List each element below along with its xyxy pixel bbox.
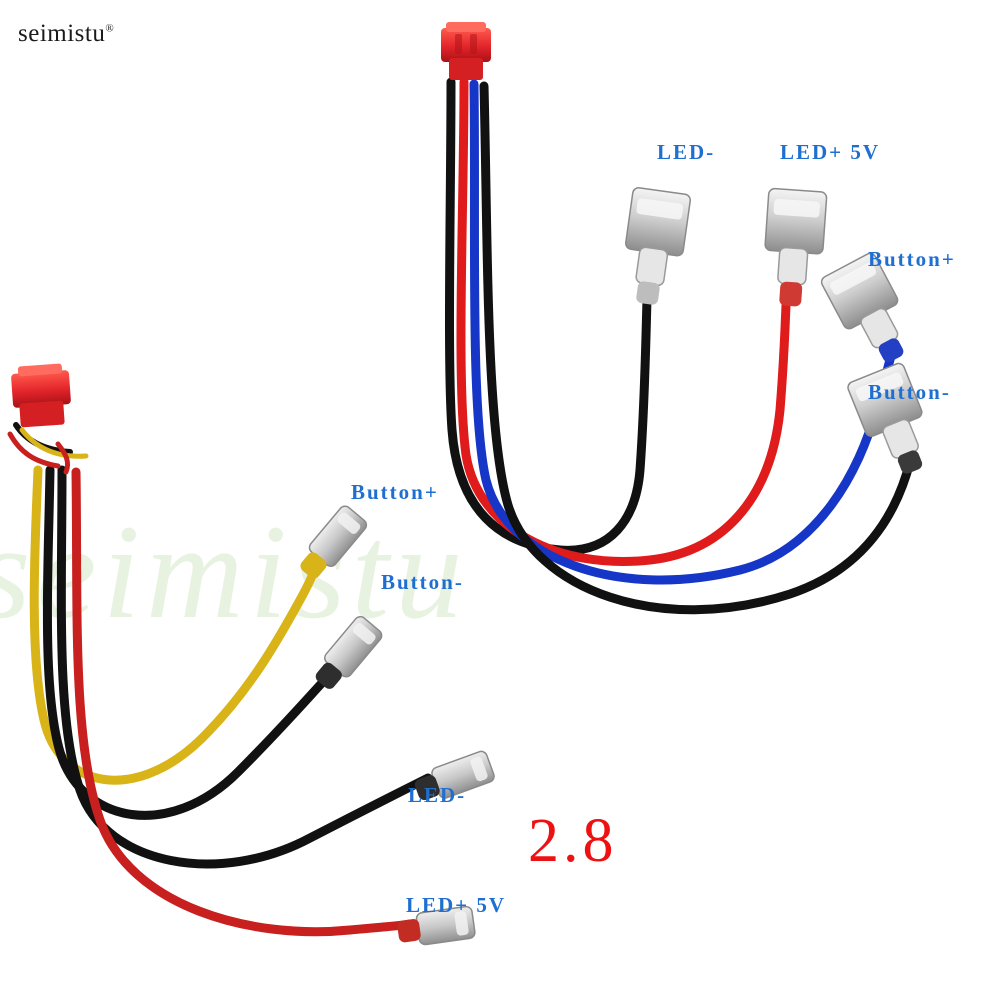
label-upper-button-plus: Button+ — [868, 247, 956, 271]
lower-led-minus-terminal — [414, 750, 495, 801]
brand-name: seimistu — [18, 20, 106, 47]
label-upper-led-plus: LED+ 5V — [780, 140, 881, 164]
lower-pigtail-yellow — [19, 427, 89, 459]
label-upper-button-minus: Button- — [868, 380, 951, 404]
upper-connector — [441, 22, 491, 80]
lower-led-plus-terminal — [397, 905, 476, 946]
label-upper-led-minus: LED- — [657, 140, 716, 164]
lower-led-minus-wire — [56, 465, 433, 869]
registered-mark-icon: ® — [105, 22, 115, 35]
label-lower-led-plus: LED+ 5V — [406, 893, 507, 917]
label-lower-button-plus: Button+ — [351, 480, 439, 504]
upper-led-plus-terminal — [764, 187, 828, 307]
brand-logo: seimistu® — [18, 20, 114, 48]
upper-button-minus-terminal — [847, 362, 923, 474]
label-lower-button-minus: Button- — [381, 570, 464, 594]
harness-upper — [441, 22, 923, 615]
lower-led-plus-wire — [71, 467, 415, 937]
lower-button-minus-wire — [42, 465, 337, 820]
upper-button-minus-wire — [479, 81, 915, 615]
lower-pigtail-red — [7, 431, 61, 469]
lower-pigtail-red-2 — [55, 441, 71, 475]
label-lower-led-minus: LED- — [408, 783, 467, 807]
lower-button-plus-terminal — [300, 505, 368, 579]
harness-lower — [7, 363, 495, 946]
upper-led-plus-wire — [456, 77, 791, 566]
size-marking: 2.8 — [528, 807, 618, 875]
upper-led-minus-terminal — [624, 187, 692, 305]
lower-connector — [7, 363, 89, 475]
lower-button-minus-terminal — [315, 615, 383, 689]
lower-button-plus-wire — [29, 465, 323, 785]
upper-button-plus-terminal — [820, 252, 904, 363]
